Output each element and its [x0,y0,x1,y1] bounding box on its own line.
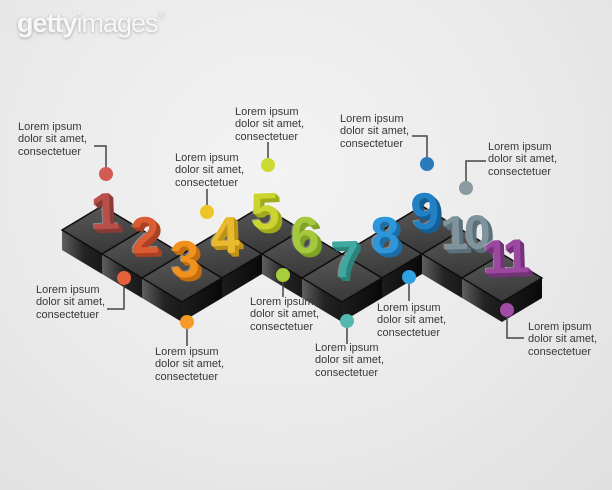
step-dot [459,181,473,195]
registered-mark-icon: ® [157,10,165,21]
tile-side-se [342,278,382,322]
step-dot [340,314,354,328]
step-dot [99,167,113,181]
step-dot [402,270,416,284]
step-tile-top [140,253,224,303]
tile-side-se [222,254,262,298]
step-dot [261,158,275,172]
step-label: Lorem ipsum dolor sit amet, consectetuer [36,284,106,321]
tile-side-se [382,254,422,298]
tile-side-sw [302,278,342,322]
step-dot [180,315,194,329]
tile-side-sw [142,278,182,322]
step-label: Lorem ipsum dolor sit amet, consectetuer [340,113,410,150]
watermark-images-text: images [76,8,159,38]
step-dot [420,157,434,171]
step-label: Lorem ipsum dolor sit amet, consectetuer [528,321,598,358]
connector-line [107,285,125,310]
connector-line [506,317,524,339]
step-label: Lorem ipsum dolor sit amet, consectetuer [175,152,245,189]
step-label: Lorem ipsum dolor sit amet, consectetuer [377,302,447,339]
step-label: Lorem ipsum dolor sit amet, consectetuer [235,106,305,143]
step-dot [276,268,290,282]
tile-side-sw [422,254,462,298]
tile-side-sw [462,278,502,322]
step-tile-top [460,253,544,303]
tile-side-se [182,278,222,322]
step-label: Lorem ipsum dolor sit amet, consectetuer [315,342,385,379]
step-label: Lorem ipsum dolor sit amet, consectetuer [18,121,88,158]
step-tile-top [300,253,384,303]
connector-line [412,135,428,157]
step-dot [200,205,214,219]
gettyimages-watermark: gettyimages® [17,8,165,39]
step-label: Lorem ipsum dolor sit amet, consectetuer [488,141,558,178]
connector-line [94,145,107,167]
step-label: Lorem ipsum dolor sit amet, consectetuer [155,346,225,383]
tile-side-sw [62,230,102,274]
step-label: Lorem ipsum dolor sit amet, consectetuer [250,296,320,333]
watermark-getty-text: getty [17,8,78,38]
connector-line [465,160,486,181]
step-dot [117,271,131,285]
step-dot [500,303,514,317]
